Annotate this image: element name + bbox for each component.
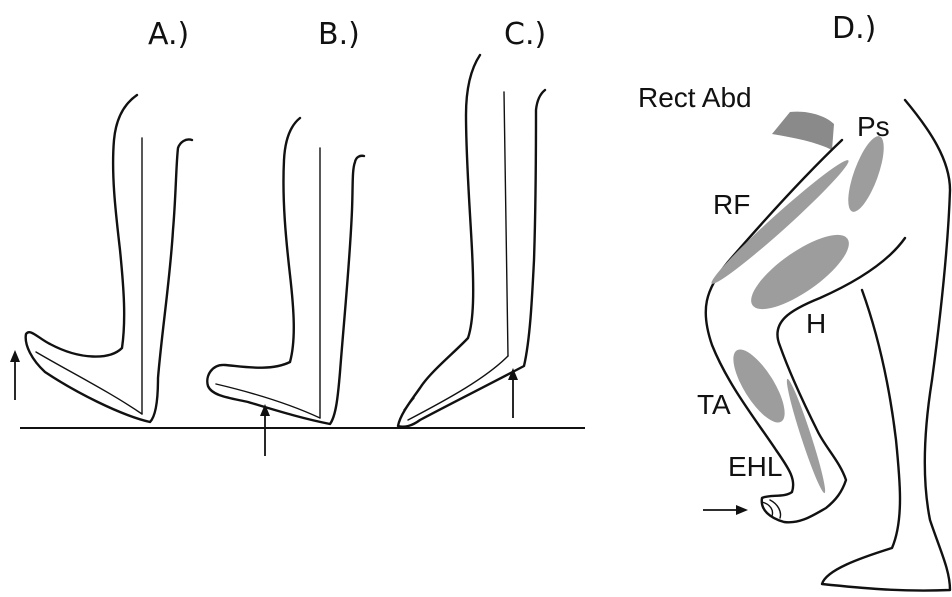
- label-rf: RF: [713, 189, 750, 220]
- leg-b: [207, 118, 364, 424]
- panel-label-c: C.): [504, 17, 546, 52]
- panel-label-d: D.): [832, 11, 876, 46]
- label-h: H: [806, 308, 826, 339]
- label-ehl: EHL: [728, 451, 782, 482]
- leg-a: [26, 95, 192, 422]
- leg-a-outline: [26, 95, 192, 422]
- leg-c-toe-line: [404, 398, 414, 410]
- leg-a-sole-line: [36, 352, 142, 414]
- arrow-up-icon: [508, 368, 518, 418]
- label-ps: Ps: [857, 111, 890, 142]
- leg-b-outline: [207, 118, 364, 424]
- body-d: [706, 100, 950, 591]
- leg-c-sole-line: [408, 356, 508, 420]
- label-ta: TA: [697, 389, 731, 420]
- leg-c-outline: [398, 55, 545, 427]
- leg-c-tibia-line: [504, 92, 508, 356]
- panel-label-a: A.): [148, 17, 189, 52]
- leg-c: [398, 55, 545, 427]
- rect-abd-muscle: [772, 112, 834, 150]
- arrow-up-icon: [260, 404, 270, 456]
- stance-leg-outline: [822, 100, 950, 591]
- arrow-right-icon: [703, 505, 748, 515]
- label-rect-abd: Rect Abd: [638, 82, 752, 113]
- arrow-up-icon: [10, 350, 20, 400]
- panel-label-b: B.): [318, 17, 360, 52]
- ps-muscle: [841, 132, 891, 215]
- ehl-muscle: [783, 377, 830, 494]
